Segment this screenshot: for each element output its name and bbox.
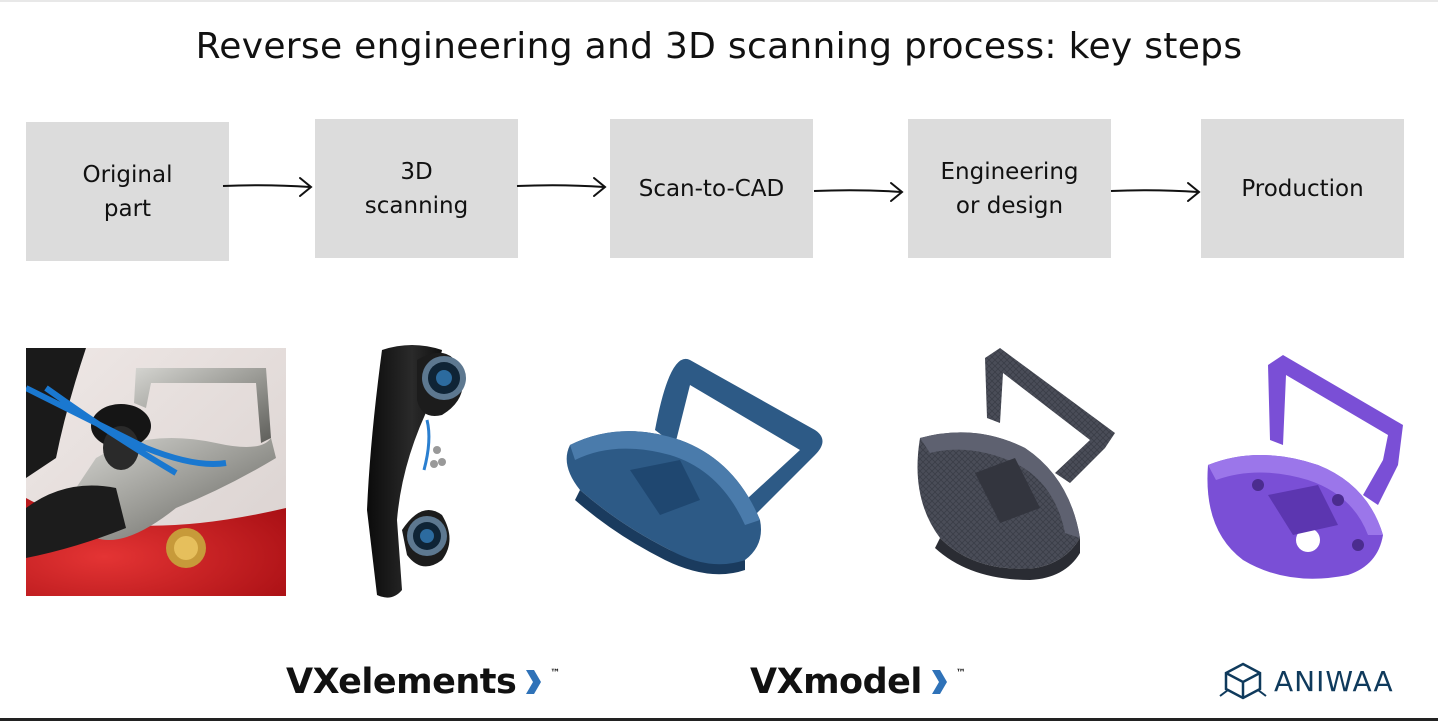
cube-icon xyxy=(1219,662,1267,700)
printed-part xyxy=(1207,355,1403,579)
step-original-part: Original part xyxy=(26,122,229,261)
arrow-2 xyxy=(516,177,607,197)
arrow-4 xyxy=(1110,182,1201,202)
vxmodel-logo: VXmodel ™ xyxy=(750,662,966,702)
handheld-3d-scanner xyxy=(367,345,466,598)
page-title: Reverse engineering and 3D scanning proc… xyxy=(195,26,1243,67)
arrow-1 xyxy=(222,177,313,197)
trademark-symbol: ™ xyxy=(550,668,560,679)
vxelements-text: VXelements xyxy=(286,662,517,702)
original-part-photo xyxy=(26,348,286,596)
step-engineering-design: Engineering or design xyxy=(908,119,1111,258)
step-production: Production xyxy=(1201,119,1404,258)
aniwaa-logo: ANIWAA xyxy=(1218,660,1394,702)
step-scan-to-cad: Scan-to-CAD xyxy=(610,119,813,258)
arrow-3 xyxy=(813,182,904,202)
cad-model xyxy=(917,348,1115,580)
vxmodel-text: VXmodel xyxy=(750,662,922,702)
scan-mesh-model xyxy=(566,358,823,575)
trademark-symbol: ™ xyxy=(955,668,966,679)
step-3d-scanning: 3D scanning xyxy=(315,119,518,258)
aniwaa-text: ANIWAA xyxy=(1274,664,1394,698)
top-divider xyxy=(0,0,1438,2)
bottom-divider xyxy=(0,718,1438,721)
chevron-icon xyxy=(931,670,947,694)
chevron-icon xyxy=(526,670,542,694)
vxelements-logo: VXelements ™ xyxy=(286,662,560,702)
